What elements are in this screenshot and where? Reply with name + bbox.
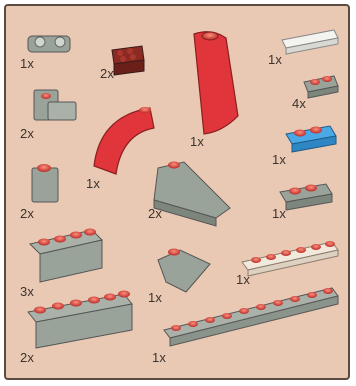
qty-white-tile: 1x: [268, 52, 282, 67]
red-slope-tall-icon: [194, 32, 238, 134]
qty-grey-hinge-piece: 1x: [20, 56, 34, 71]
qty-grey-plate-b: 1x: [272, 206, 286, 221]
grey-hinge-piece-icon: [28, 36, 70, 52]
white-tile-1x4-icon: [282, 30, 338, 54]
qty-grey-brick-1x4: 3x: [20, 284, 34, 299]
qty-grey-bracket: 2x: [20, 126, 34, 141]
grey-brick-1x4-icon: [30, 229, 102, 283]
grey-plate-1x2-b-icon: [280, 184, 332, 210]
qty-dark-red-brick: 2x: [100, 66, 114, 81]
parts-illustration: [4, 4, 350, 380]
qty-grey-slope-wedge: 2x: [148, 206, 162, 221]
grey-slope-wedge-icon: [154, 162, 230, 227]
qty-red-arch: 1x: [86, 176, 100, 191]
grey-bracket-piece-icon: [34, 90, 76, 120]
grey-brick-1x1-icon: [32, 164, 58, 202]
qty-red-slope: 1x: [190, 134, 204, 149]
grey-corner-slope-icon: [158, 249, 210, 293]
qty-grey-brick-1x1: 2x: [20, 206, 34, 221]
qty-tan-plate: 1x: [236, 272, 250, 287]
qty-blue-plate: 1x: [272, 152, 286, 167]
qty-grey-plate-1x10: 1x: [152, 350, 166, 365]
grey-plate-1x2-a-icon: [304, 76, 338, 98]
qty-grey-brick-1x6: 2x: [20, 350, 34, 365]
red-arch-icon: [94, 107, 154, 174]
grey-plate-1x10-icon: [164, 288, 338, 346]
qty-grey-plate-a: 4x: [292, 96, 306, 111]
dark-red-brick-2x4-icon: [112, 46, 144, 75]
qty-grey-corner-slope: 1x: [148, 290, 162, 305]
blue-plate-1x2-icon: [286, 126, 336, 152]
tan-plate-1x6-icon: [242, 241, 338, 276]
grey-brick-1x6-icon: [28, 291, 132, 349]
